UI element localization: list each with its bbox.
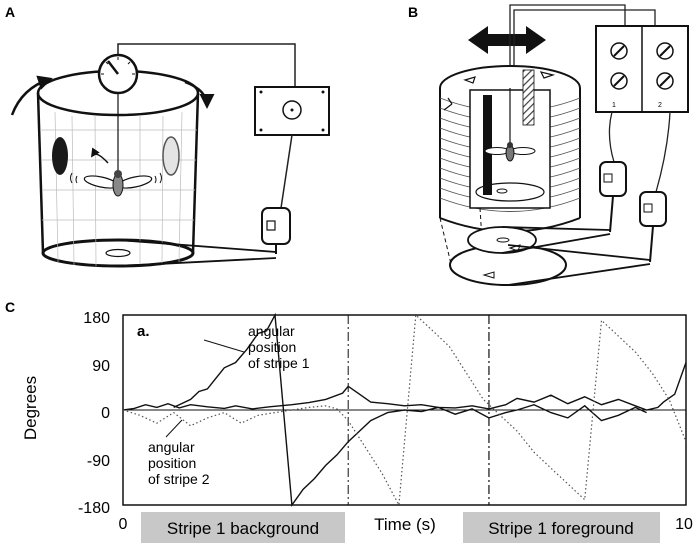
series-line-1	[122, 362, 687, 411]
panel-b-belt-2a	[507, 244, 651, 261]
series-line-2	[173, 312, 647, 507]
panel-b-motor-2-slot	[643, 203, 653, 213]
panel-c: C Degrees 180 90 0 -90 -180 a. angular p…	[5, 299, 693, 543]
background-condition-box	[141, 512, 345, 543]
panel-a-box-screws	[259, 90, 325, 132]
annotation-stripe2-line1: angular	[148, 439, 195, 455]
annotation-stripe2-line2: position	[148, 455, 196, 471]
panel-b-box-num-1: 1	[612, 102, 616, 109]
panel-b-ring-arrow-3	[463, 76, 476, 84]
subplot-label: a.	[137, 323, 150, 340]
panel-a-fly	[83, 170, 153, 197]
panel-b-shaft-1	[609, 195, 614, 233]
x-axis-title: Time (s)	[374, 515, 436, 534]
y-tick-180: 180	[83, 310, 110, 327]
panel-b-ring-arrow-2	[539, 71, 556, 79]
x-tick-10: 10	[675, 516, 693, 533]
panel-a-light-stripe	[162, 136, 180, 176]
series-layer	[122, 312, 687, 508]
panel-b-belt-1a	[501, 226, 611, 231]
panel-a-motor	[261, 207, 291, 245]
panel-b-ring-arrow-1	[443, 97, 453, 111]
panel-a-dial	[282, 100, 302, 120]
panel-a-motor-wire	[280, 134, 293, 209]
annotation-stripe2-pointer	[165, 419, 183, 438]
panel-b: B	[408, 4, 689, 286]
panel-a-drum-hole	[105, 248, 131, 258]
panel-c-label: C	[5, 299, 15, 315]
panel-b-lower-disc-arrow	[482, 271, 495, 279]
panel-a-label: A	[5, 4, 15, 20]
series-line-3	[122, 313, 687, 508]
panel-a-drum-right-edge	[191, 92, 200, 254]
panel-b-label: B	[408, 4, 418, 20]
background-condition-label: Stripe 1 background	[167, 519, 319, 538]
panel-a-turn-arrow	[90, 147, 109, 164]
panel-a-belt-top	[117, 239, 277, 253]
panel-a-dark-stripe	[52, 137, 68, 175]
y-tick-neg180: -180	[78, 500, 110, 517]
panel-a-rotation-arrow-left	[10, 75, 53, 116]
panel-a-motor-slot	[266, 220, 276, 231]
panel-b-dial-marks	[613, 45, 671, 87]
annotation-stripe2: angular position of stripe 2	[148, 419, 210, 487]
x-tick-0: 0	[119, 516, 128, 533]
panel-a-belt-bottom	[117, 257, 277, 267]
panel-b-shaft-2	[649, 225, 654, 263]
panel-b-inner-floor	[475, 182, 545, 202]
annotation-stripe1-line1: angular	[248, 323, 295, 339]
panel-a: A	[5, 4, 330, 268]
annotation-stripe1-line2: position	[248, 339, 296, 355]
panel-b-dashed-guide	[439, 217, 453, 269]
panel-a-gauge-ticks	[101, 57, 135, 75]
y-tick-0: 0	[101, 405, 110, 422]
panel-b-belt-2b	[507, 263, 651, 286]
panel-a-dial-center	[290, 108, 294, 112]
annotation-stripe1-line3: of stripe 1	[248, 355, 310, 371]
panel-b-dark-stripe	[483, 95, 492, 195]
panel-b-upper-disc-hole	[496, 237, 510, 243]
panel-b-fly	[484, 142, 536, 162]
annotation-stripe1: angular position of stripe 1	[203, 323, 310, 371]
panel-a-drum-left-edge	[36, 92, 45, 254]
annotation-stripe1-pointer	[203, 339, 245, 353]
panel-a-wire	[117, 43, 296, 87]
panel-b-hatched-stripe	[522, 69, 535, 126]
panel-b-double-arrow	[468, 26, 546, 54]
panel-a-wingbeat-marks	[70, 172, 162, 184]
y-axis-title: Degrees	[21, 376, 40, 440]
panel-a-rotation-arrow-right	[184, 80, 215, 109]
panel-b-box-num-2: 2	[658, 102, 662, 109]
y-tick-labels: 180 90 0 -90 -180	[78, 310, 110, 517]
panel-b-motor-wire-1	[608, 111, 615, 163]
annotation-stripe2-line3: of stripe 2	[148, 471, 210, 487]
panel-b-belt-1b	[501, 233, 611, 254]
panel-b-dashed-guide-2	[479, 207, 483, 241]
panel-b-motor-1-slot	[603, 173, 613, 183]
panel-a-gauge-needle	[107, 60, 119, 75]
y-tick-90: 90	[92, 358, 110, 375]
foreground-condition-label: Stripe 1 foreground	[488, 519, 634, 538]
foreground-condition-box	[463, 512, 660, 543]
panel-b-inner-hole	[496, 188, 508, 194]
panel-b-motor-wire-2	[655, 111, 671, 193]
y-tick-neg90: -90	[87, 453, 110, 470]
